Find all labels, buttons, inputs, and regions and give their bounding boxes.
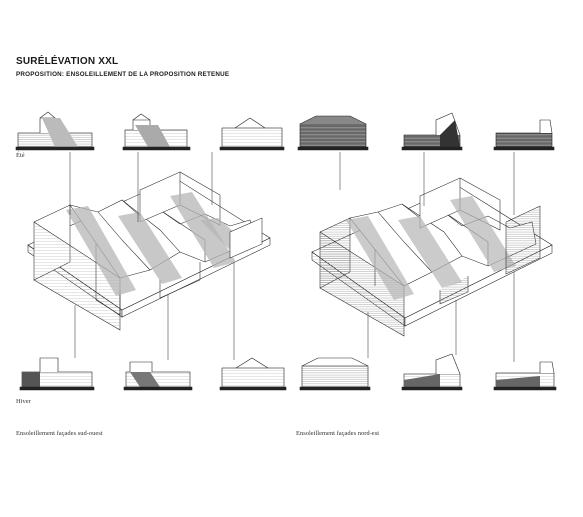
summer-elevation-4	[297, 115, 369, 151]
axonometric-northeast	[311, 177, 553, 337]
winter-elevation-5	[401, 353, 463, 391]
winter-elevation-6	[493, 361, 557, 391]
summer-elevation-5	[401, 112, 463, 151]
winter-elevation-4	[299, 357, 371, 391]
label-winter: Hiver	[16, 398, 31, 405]
label-summer: Été	[16, 152, 25, 159]
page-title: SURÉLÉVATION XXL	[16, 56, 119, 67]
axonometric-southwest	[27, 171, 271, 331]
summer-elevation-6	[493, 119, 555, 151]
summer-elevation-2	[122, 113, 191, 151]
caption-northeast: Ensoleillement façades nord-est	[296, 430, 380, 437]
page-subtitle: PROPOSITION: ENSOLEILLEMENT DE LA PROPOS…	[16, 71, 230, 78]
summer-elevation-3	[219, 117, 285, 151]
winter-elevation-1	[19, 357, 95, 391]
caption-southwest: Ensoleillement façades sud-ouest	[16, 430, 103, 437]
winter-elevation-3	[219, 357, 287, 391]
winter-elevation-2	[123, 361, 193, 391]
summer-elevation-1	[15, 111, 95, 151]
leader-lines	[69, 152, 515, 362]
